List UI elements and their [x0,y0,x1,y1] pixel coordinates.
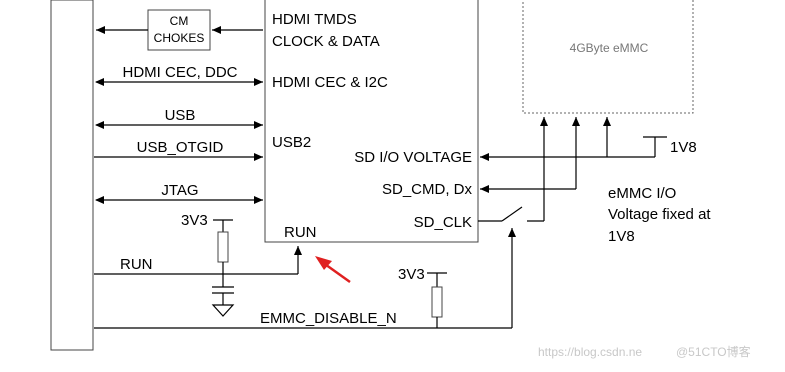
sd-clk-label: SD_CLK [414,214,472,231]
emmc-label: 4GByte eMMC [570,41,649,55]
soc-block [264,0,479,243]
sd-io-voltage-label: SD I/O VOLTAGE [354,149,472,166]
hdmi-tmds-line1: HDMI TMDS [272,11,357,28]
emmc-block [522,0,694,114]
emmc-io-note-line3: 1V8 [608,228,635,245]
v3v3-run-label: 3V3 [181,212,208,229]
watermark-brand: @51CTO博客 [676,344,751,359]
hdmi-cec-i2c-label: HDMI CEC & I2C [272,74,388,91]
cm-chokes-line1: CM [170,14,189,28]
cm-chokes-line2: CHOKES [154,31,205,45]
usb-label: USB [165,107,196,124]
cm-chokes-box [147,9,211,51]
left-connector-block [50,0,94,351]
usb2-label: USB2 [272,134,311,151]
hdmi-cec-ddc-label: HDMI CEC, DDC [123,64,238,81]
run-pullup-resistor [217,231,229,263]
sd-clk-switch [501,206,523,222]
emmc-io-note-line1: eMMC I/O [608,185,676,202]
emmc-pullup-resistor [431,286,443,318]
sd-cmd-label: SD_CMD, Dx [382,181,473,198]
emmc-io-note-line2: Voltage fixed at [608,206,711,223]
run-pin-label: RUN [284,224,317,241]
usb-otgid-label: USB_OTGID [137,139,224,156]
jtag-label: JTAG [161,182,198,199]
watermark-url: https://blog.csdn.ne [538,345,642,359]
v3v3-emmc-label: 3V3 [398,266,425,283]
red-pointer-arrowhead [315,256,332,270]
v1v8-label: 1V8 [670,139,697,156]
hdmi-tmds-line2: CLOCK & DATA [272,33,380,50]
ground-icon [211,304,235,317]
run-signal-label: RUN [120,256,153,273]
emmc-disable-label: EMMC_DISABLE_N [260,310,397,327]
